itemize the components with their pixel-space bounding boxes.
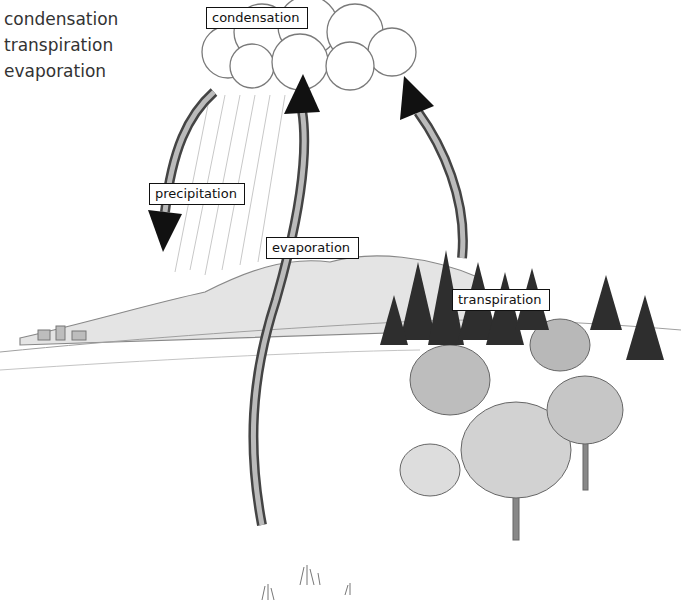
- arrow-shaft: [418, 112, 463, 258]
- cycle-label: precipitation: [155, 185, 239, 203]
- grass-tuft: [300, 565, 320, 585]
- label-box: precipitation: [149, 183, 245, 205]
- building: [56, 326, 65, 340]
- mountain-range: [20, 256, 480, 345]
- arrow-head: [148, 210, 182, 252]
- arrow-shaft-fill: [253, 110, 304, 525]
- tree-crown: [410, 345, 490, 415]
- cloud-puff: [326, 42, 374, 90]
- cycle-label: condensation: [212, 9, 302, 27]
- cloud: [202, 0, 416, 90]
- tree-crown: [400, 444, 460, 496]
- tree-crown: [547, 376, 623, 444]
- cloud-puff: [230, 44, 274, 88]
- cycle-label: evaporation: [272, 239, 353, 257]
- deciduous-trees: [400, 319, 623, 540]
- conifer: [400, 262, 436, 340]
- conifer: [626, 295, 664, 360]
- conifer-trees: [380, 250, 664, 360]
- term-list-item: condensation: [4, 8, 118, 30]
- term-list-item: evaporation: [4, 60, 106, 82]
- arrow-head: [400, 76, 434, 120]
- cycle-label: transpiration: [458, 291, 544, 309]
- farm-buildings: [38, 326, 86, 340]
- transpiration-arrow: [400, 76, 463, 258]
- conifer: [590, 275, 622, 330]
- building: [72, 331, 86, 340]
- term-list-item: transpiration: [4, 34, 113, 56]
- label-box: evaporation: [266, 237, 359, 259]
- grass-tuft: [345, 583, 350, 595]
- precipitation-arrow: [148, 92, 214, 252]
- building: [38, 330, 50, 340]
- arrow-shaft-fill: [418, 112, 463, 258]
- conifer: [380, 295, 408, 345]
- evaporation-arrow: [253, 74, 320, 525]
- label-box: transpiration: [452, 289, 550, 311]
- field-line: [0, 350, 420, 370]
- grass-tuft: [262, 584, 274, 600]
- label-box: condensation: [206, 7, 308, 29]
- cloud-puff: [368, 28, 416, 76]
- arrow-shaft: [253, 110, 304, 525]
- grass-tufts: [262, 565, 350, 600]
- arrow-head: [284, 74, 320, 114]
